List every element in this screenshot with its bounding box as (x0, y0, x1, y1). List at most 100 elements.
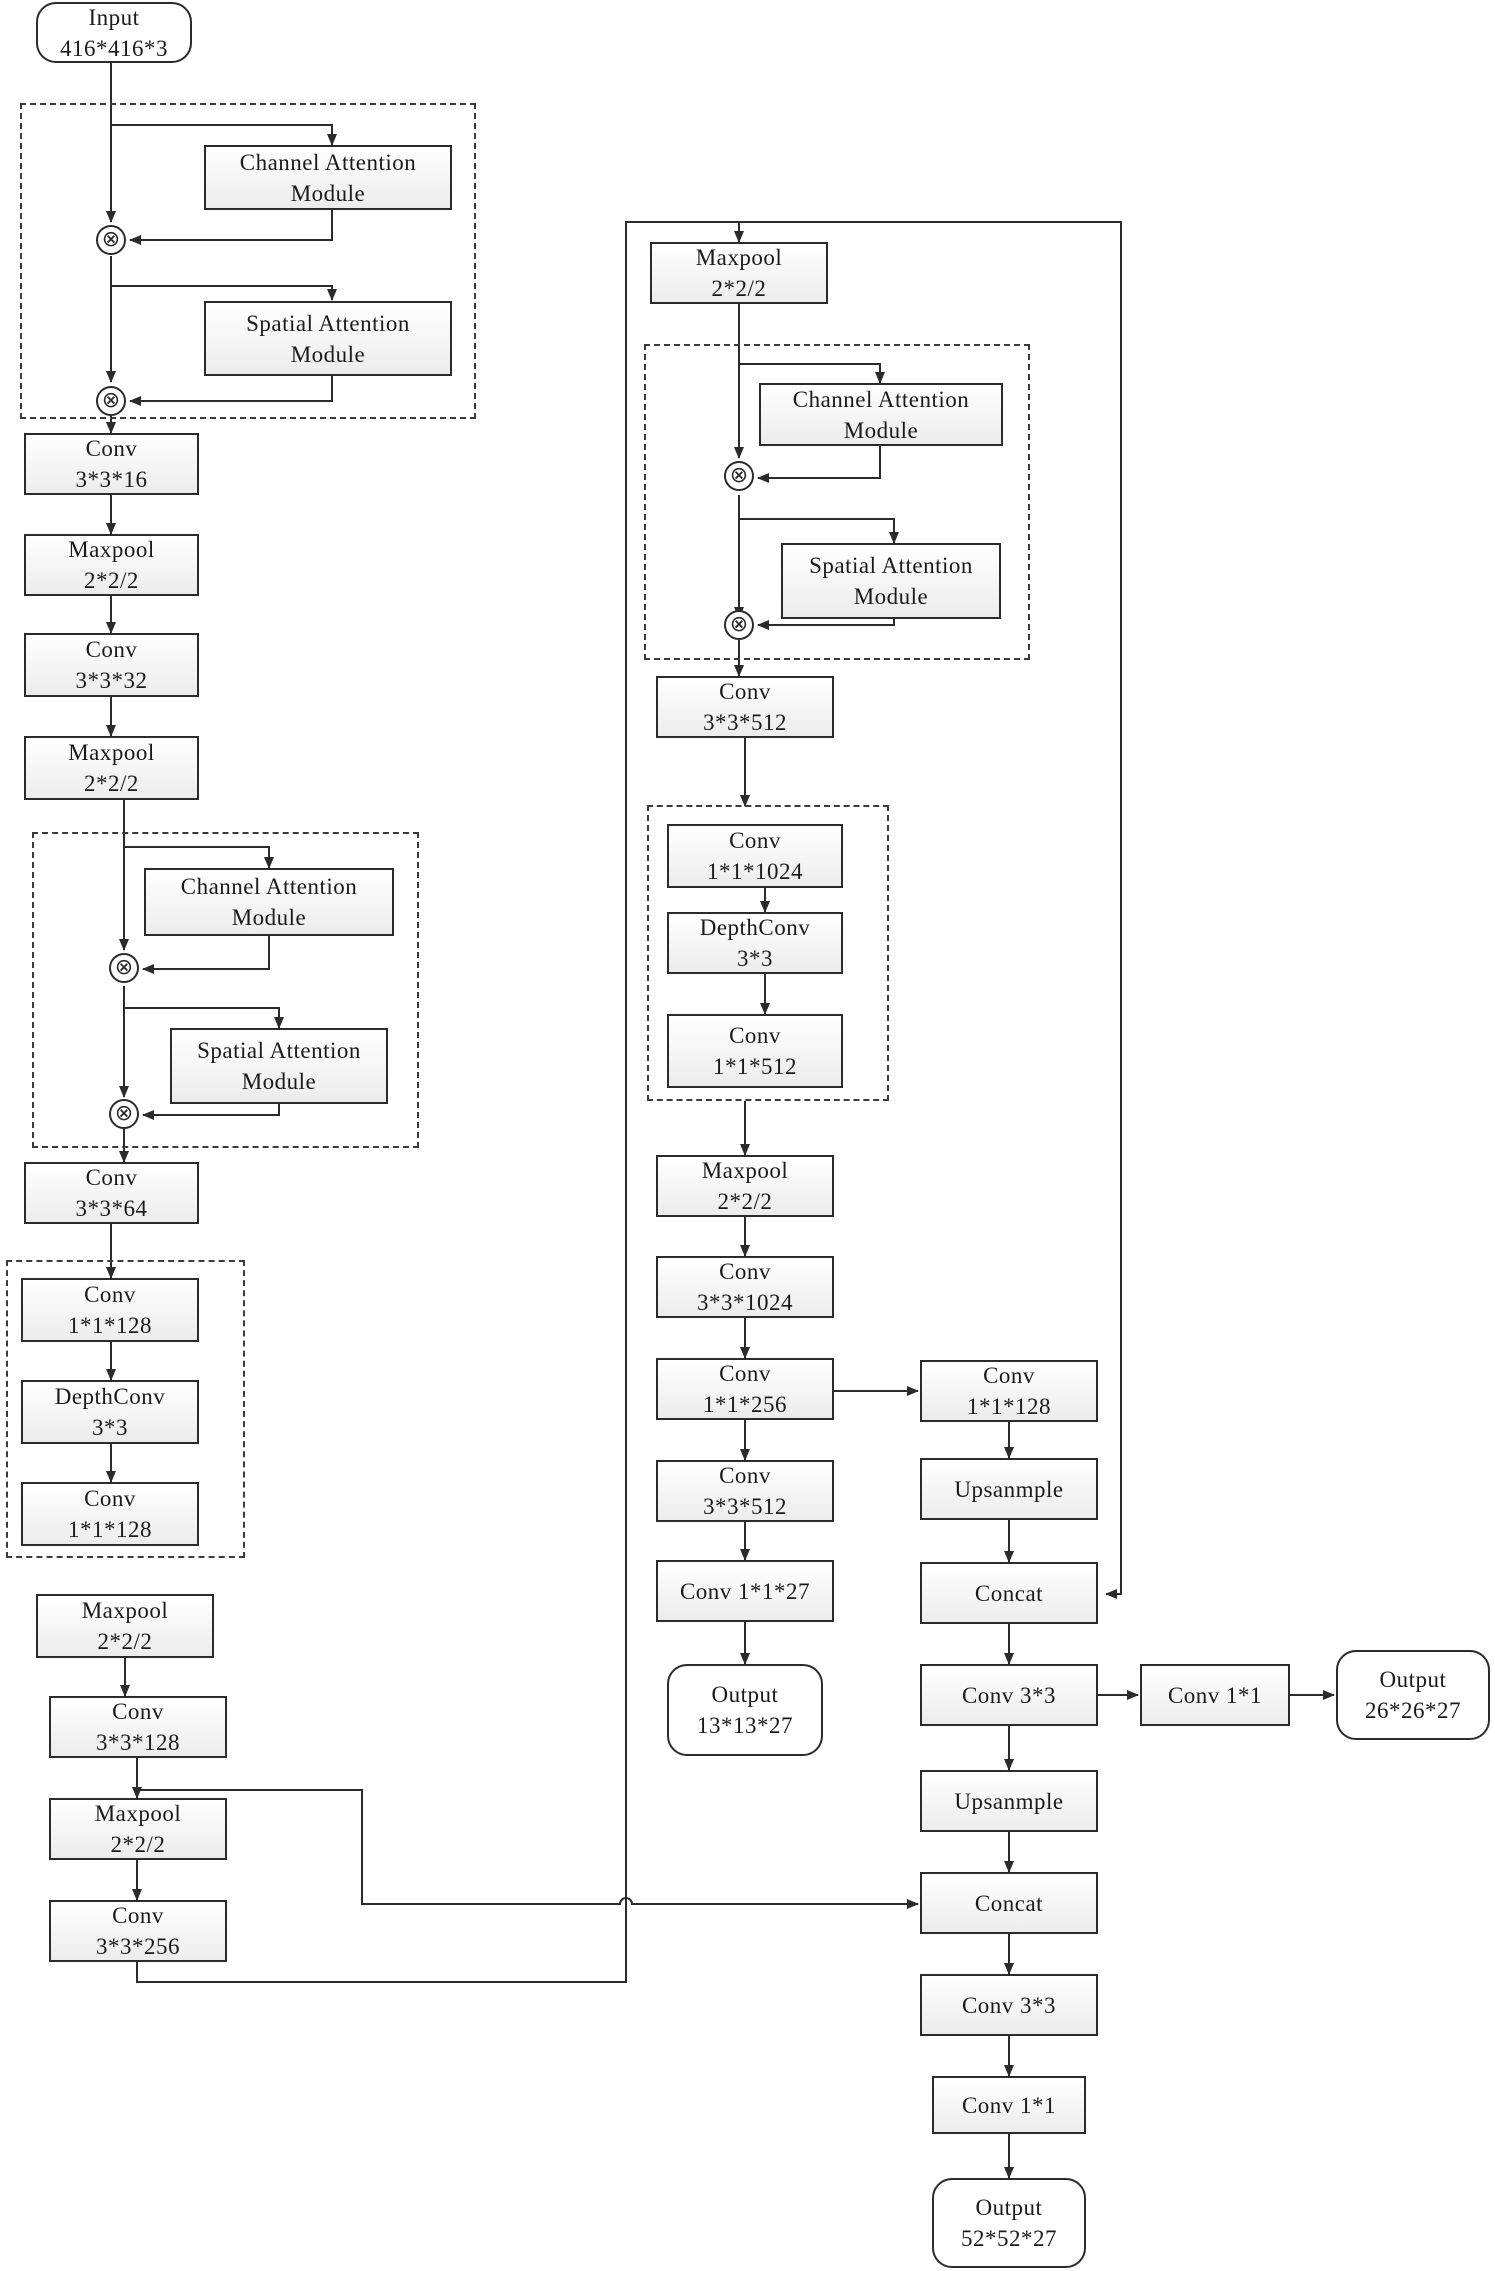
conv-label: Conv (983, 1363, 1035, 1388)
concat-label: Concat (974, 1580, 1044, 1606)
spatial-attention-label: Spatial Attention (197, 1038, 361, 1063)
conv-params: 3*3*32 (75, 668, 148, 693)
depthconv-label: DepthConv (54, 1384, 166, 1409)
depthconv-node-1: DepthConv 3*3 (21, 1380, 199, 1444)
conv-params: 1*1*128 (68, 1517, 152, 1542)
conv-params: 3*3*128 (96, 1730, 180, 1755)
maxpool-label: Maxpool (68, 740, 155, 765)
conv-params: 3*3*512 (703, 710, 787, 735)
conv-3x3x32-node: Conv 3*3*32 (24, 633, 199, 697)
conv-params: 3*3*512 (703, 1494, 787, 1519)
output-label: Output (711, 1682, 779, 1707)
multiply-icon: ⊗ (724, 461, 754, 491)
conv-params: 1*1*128 (68, 1313, 152, 1338)
conv-3x3x256-node: Conv 3*3*256 (49, 1900, 227, 1962)
conv-label: Conv (85, 637, 138, 662)
module-label: Module (290, 341, 366, 367)
channel-attention-module-3: Channel Attention Module (759, 383, 1003, 446)
output-52-node: Output 52*52*27 (932, 2178, 1086, 2268)
conv-label: Conv 1*1 (961, 2092, 1057, 2118)
channel-attention-label: Channel Attention (180, 874, 358, 899)
conv-3x3x512-head-node: Conv 3*3*512 (656, 1460, 834, 1522)
attention-block-1 (20, 103, 476, 419)
conv-3x3-node-a: Conv 3*3 (920, 1664, 1098, 1726)
upsample-label: Upsanmple (954, 1476, 1064, 1502)
spatial-attention-module-1: Spatial Attention Module (204, 301, 452, 376)
maxpool-label: Maxpool (701, 1158, 789, 1183)
conv-label: Conv (719, 1463, 771, 1488)
conv-label: Conv 1*1*27 (679, 1578, 811, 1604)
output-shape: 26*26*27 (1365, 1698, 1461, 1723)
conv-params: 1*1*128 (967, 1394, 1051, 1419)
input-node: Input 416*416*3 (36, 2, 192, 63)
concat-node-1: Concat (920, 1562, 1098, 1624)
concat-node-2: Concat (920, 1872, 1098, 1934)
maxpool-label: Maxpool (68, 537, 155, 562)
multiply-icon: ⊗ (96, 386, 126, 416)
upsample-node-1: Upsanmple (920, 1458, 1098, 1520)
conv-1x1-node-a: Conv 1*1 (1140, 1664, 1290, 1726)
conv-label: Conv 3*3 (961, 1992, 1057, 2018)
channel-attention-module-1: Channel Attention Module (204, 145, 452, 210)
conv-label: Conv (729, 828, 781, 853)
conv-1x1x128-node-a: Conv 1*1*128 (21, 1278, 199, 1342)
multiply-icon: ⊗ (724, 610, 754, 640)
conv-1x1x256-node: Conv 1*1*256 (656, 1358, 834, 1420)
maxpool-label: Maxpool (81, 1598, 169, 1623)
conv-label: Conv (719, 679, 771, 704)
spatial-attention-label: Spatial Attention (809, 553, 973, 578)
conv-label: Conv (719, 1361, 771, 1386)
input-shape: 416*416*3 (60, 35, 168, 61)
upsample-label: Upsanmple (954, 1788, 1064, 1814)
maxpool-params: 2*2/2 (711, 276, 767, 301)
conv-1x1x128-node-b: Conv 1*1*128 (21, 1482, 199, 1546)
spatial-attention-module-2: Spatial Attention Module (170, 1028, 388, 1104)
maxpool-params: 2*2/2 (84, 568, 139, 593)
output-label: Output (975, 2195, 1043, 2220)
output-shape: 13*13*27 (697, 1713, 793, 1738)
upsample-node-2: Upsanmple (920, 1770, 1098, 1832)
maxpool-params: 2*2/2 (110, 1832, 166, 1857)
maxpool-node-1: Maxpool 2*2/2 (24, 534, 199, 596)
conv-3x3-node-b: Conv 3*3 (920, 1974, 1098, 2036)
depthconv-node-2: DepthConv 3*3 (667, 912, 843, 974)
multiply-icon: ⊗ (109, 953, 139, 983)
conv-params: 1*1*256 (703, 1392, 787, 1417)
connectors (106, 63, 1335, 2179)
conv-params: 3*3*64 (75, 1196, 148, 1221)
multiply-icon: ⊗ (96, 225, 126, 255)
maxpool-node-2: Maxpool 2*2/2 (24, 736, 199, 800)
conv-label: Conv (84, 1486, 136, 1511)
maxpool-label: Maxpool (695, 245, 783, 270)
attention-block-2 (32, 832, 419, 1148)
conv-label: Conv 3*3 (961, 1682, 1057, 1708)
conv-params: 3*3*1024 (697, 1290, 793, 1315)
output-shape: 52*52*27 (961, 2226, 1057, 2251)
maxpool-params: 2*2/2 (84, 771, 139, 796)
conv-label: Conv (85, 1165, 138, 1190)
module-label: Module (241, 1069, 317, 1094)
maxpool-node-5: Maxpool 2*2/2 (650, 242, 828, 304)
spatial-attention-module-3: Spatial Attention Module (781, 543, 1001, 619)
conv-3x3x512-node: Conv 3*3*512 (656, 676, 834, 738)
output-13-node: Output 13*13*27 (667, 1664, 823, 1756)
depthwise-block-2 (647, 805, 889, 1101)
channel-attention-module-2: Channel Attention Module (144, 868, 394, 936)
module-label: Module (231, 905, 307, 930)
conv-1x1x512-node: Conv 1*1*512 (667, 1014, 843, 1088)
conv-3x3x128-node: Conv 3*3*128 (49, 1696, 227, 1758)
conv-label: Conv (112, 1699, 164, 1724)
maxpool-params: 2*2/2 (97, 1629, 153, 1654)
module-label: Module (843, 417, 919, 443)
channel-attention-label: Channel Attention (792, 386, 970, 412)
conv-1x1x27-node: Conv 1*1*27 (656, 1560, 834, 1622)
depthconv-params: 3*3 (92, 1415, 128, 1440)
conv-label: Conv (85, 436, 138, 461)
conv-label: Conv 1*1 (1167, 1682, 1263, 1708)
conv-label: Conv (84, 1282, 136, 1307)
spatial-attention-label: Spatial Attention (246, 310, 410, 336)
conv-3x3x1024-node: Conv 3*3*1024 (656, 1256, 834, 1318)
conv-params: 3*3*256 (96, 1934, 180, 1959)
maxpool-node-4: Maxpool 2*2/2 (49, 1798, 227, 1860)
